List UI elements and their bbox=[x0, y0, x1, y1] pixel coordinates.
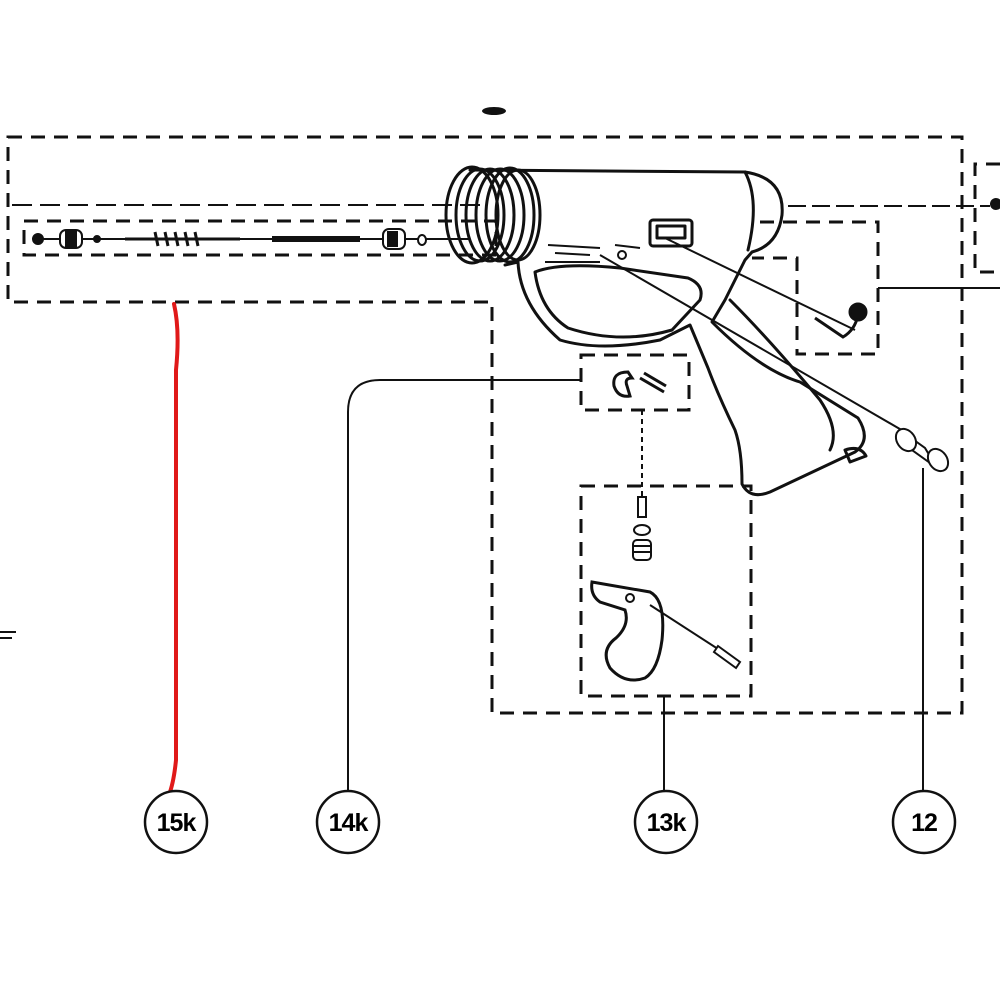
safety-lever bbox=[814, 302, 868, 339]
grip-ridge bbox=[728, 298, 835, 452]
frame-pin-hole bbox=[617, 250, 627, 260]
slot-inner bbox=[655, 224, 687, 240]
frame-body bbox=[468, 168, 866, 497]
callout-13k[interactable]: 13k bbox=[633, 789, 699, 855]
thread-ring bbox=[454, 167, 506, 263]
group-safety-box bbox=[752, 220, 880, 356]
part-12-bushing bbox=[894, 427, 950, 473]
callout-15k[interactable]: 15k bbox=[143, 789, 209, 855]
thread-ring bbox=[494, 168, 542, 262]
group-15k-box bbox=[6, 135, 964, 715]
callout-13k-label: 13k bbox=[647, 809, 687, 837]
spring-rod bbox=[125, 231, 240, 247]
callout-15k-label: 15k bbox=[157, 809, 197, 837]
tiny-washer bbox=[93, 235, 101, 243]
left-edge-mark bbox=[0, 631, 16, 639]
thread-ring bbox=[474, 167, 526, 263]
callout-12[interactable]: 12 bbox=[891, 789, 957, 855]
right-edge-pin bbox=[990, 198, 1000, 210]
part-14k bbox=[612, 370, 667, 398]
end-washer bbox=[417, 234, 427, 246]
barrel-thread bbox=[444, 165, 500, 265]
group-14k-box bbox=[579, 353, 691, 412]
group-right-box bbox=[973, 162, 1000, 274]
grip-bottom-tab bbox=[843, 447, 868, 464]
leader-14k bbox=[347, 379, 580, 790]
bushing-core bbox=[65, 231, 77, 247]
thread-ring bbox=[484, 166, 536, 264]
rod-bar bbox=[272, 236, 360, 242]
end-bushing-core bbox=[387, 231, 398, 247]
callout-12-label: 12 bbox=[911, 809, 937, 837]
part-13k bbox=[590, 496, 742, 682]
rear-cap bbox=[743, 170, 755, 252]
long-pin-12 bbox=[599, 254, 906, 433]
top-marker bbox=[482, 107, 506, 115]
thread-ring bbox=[464, 167, 516, 263]
frame-markings bbox=[545, 244, 641, 263]
trigger-guard bbox=[533, 264, 703, 339]
callout-14k[interactable]: 14k bbox=[315, 789, 381, 855]
group-13k-box bbox=[579, 484, 753, 698]
leader-15k bbox=[168, 302, 180, 794]
safety-pin-line bbox=[664, 237, 856, 331]
slot-window bbox=[648, 218, 694, 248]
small-pin bbox=[32, 233, 44, 245]
callout-14k-label: 14k bbox=[329, 809, 369, 837]
